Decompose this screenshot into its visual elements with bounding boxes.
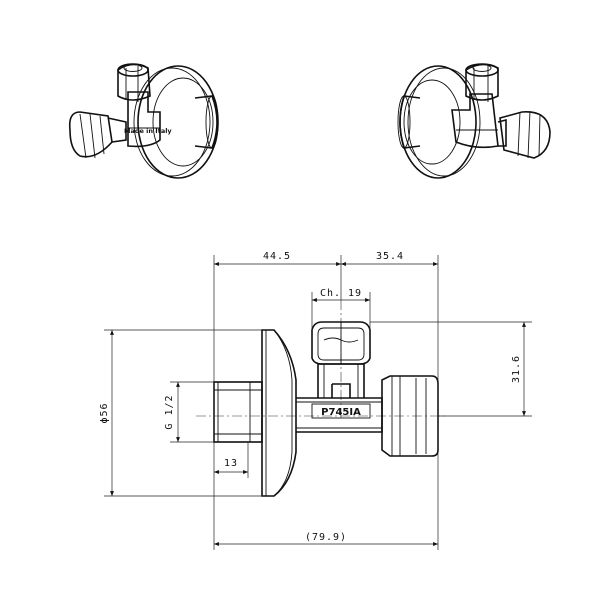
dim-diameter-56: ϕ56 (99, 402, 110, 423)
dim-thread-g-1-2: G 1/2 (164, 394, 175, 429)
dim-overall-79-9: (79.9) (305, 532, 347, 543)
dim-35-4: 35.4 (376, 251, 404, 262)
dim-13: 13 (224, 458, 238, 469)
made-in-italy-label: Made in Italy (124, 127, 172, 135)
dim-ch-19: Ch. 19 (320, 288, 362, 299)
perspective-view-right (397, 63, 551, 179)
dim-31-6: 31.6 (511, 355, 522, 383)
perspective-view-left: Made in Italy (68, 63, 219, 179)
part-code-label: P745IA (321, 407, 361, 418)
dim-44-5: 44.5 (263, 251, 291, 262)
section-view: P745IA (196, 300, 448, 497)
dimension-lines (104, 255, 532, 550)
